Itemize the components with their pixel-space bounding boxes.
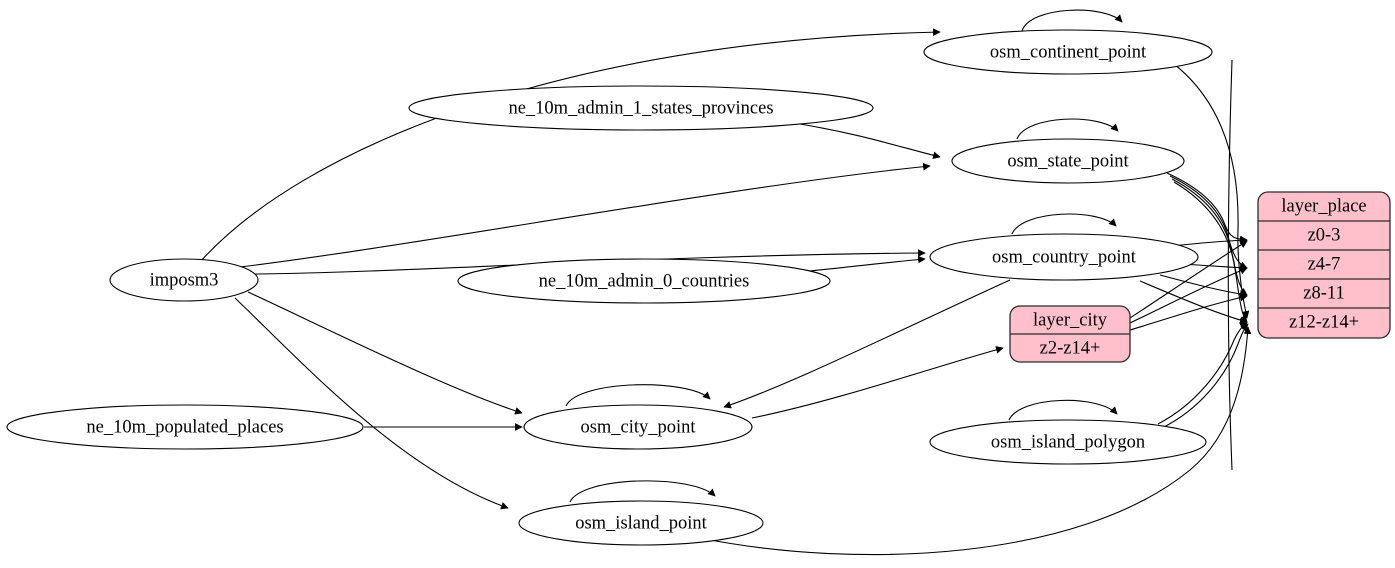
record-layer_place-row-z8-11[interactable]: z8-11	[1303, 283, 1344, 303]
record-layer_place-title: layer_place	[1281, 196, 1366, 216]
node-osm_state_point[interactable]: osm_state_point	[951, 138, 1185, 184]
record-layer_place[interactable]: layer_place z0-3 z4-7 z8-11 z12-z14+	[1257, 191, 1391, 339]
edge-imposm3-osm_island_point	[234, 297, 509, 510]
edge-imposm3-osm_city_point	[247, 291, 523, 415]
record-layer_place-row-z0-3[interactable]: z0-3	[1308, 225, 1341, 245]
node-imposm3[interactable]: imposm3	[109, 258, 259, 302]
edge-osm_island_polygon-layer_place-a	[1157, 322, 1248, 425]
edge-self-osm_continent_point	[1021, 9, 1123, 32]
edge-osm_island_polygon-layer_place-b	[1161, 323, 1249, 429]
edge-osm_country_point-layer_place-z8-11	[1159, 274, 1248, 298]
edge-osm_country_point-osm_city_point	[723, 279, 1011, 409]
edge-self-osm_island_polygon	[1008, 399, 1118, 421]
node-osm_island_polygon[interactable]: osm_island_polygon	[929, 419, 1207, 465]
record-layer_city-row-0[interactable]: z2-z14+	[1040, 338, 1101, 358]
edge-self-osm_city_point	[565, 384, 711, 407]
node-osm_continent_point[interactable]: osm_continent_point	[923, 29, 1213, 75]
node-osm_island_point[interactable]: osm_island_point	[518, 500, 764, 546]
record-layer_place-row-z12-z14[interactable]: z12-z14+	[1289, 312, 1359, 332]
node-ne_10m_admin_0_countries[interactable]: ne_10m_admin_0_countries	[457, 258, 831, 304]
node-osm_country_point-label: osm_country_point	[992, 247, 1137, 267]
edge-ne_countries-osm_country_point	[799, 255, 926, 273]
node-imposm3-label: imposm3	[150, 270, 219, 290]
node-osm_island_polygon-label: osm_island_polygon	[991, 432, 1145, 452]
edge-osm_country_point-layer_place-z12	[1139, 280, 1248, 324]
record-layer_city[interactable]: layer_city z2-z14+	[1009, 305, 1131, 363]
edge-imposm3-osm_state_point	[239, 162, 931, 268]
node-osm_city_point-label: osm_city_point	[580, 417, 696, 437]
node-osm_state_point-label: osm_state_point	[1007, 151, 1129, 171]
edge-osm_city_point-layer_city	[751, 346, 1004, 419]
node-osm_country_point[interactable]: osm_country_point	[929, 233, 1199, 281]
record-layer_place-row-z4-7[interactable]: z4-7	[1308, 254, 1341, 274]
node-ne_10m_populated_places[interactable]: ne_10m_populated_places	[6, 404, 364, 450]
edge-osm_state_point-layer_place-z8-11	[1171, 178, 1248, 296]
record-layer_city-title: layer_city	[1033, 310, 1108, 330]
node-osm_continent_point-label: osm_continent_point	[990, 42, 1147, 62]
edge-osm_state_point-layer_place-z0-3	[1166, 172, 1248, 244]
edge-layer_city-layer_place-z0-3	[1129, 240, 1248, 319]
node-ne_states-label: ne_10m_admin_1_states_provinces	[508, 98, 773, 118]
edge-self-osm_country_point	[1011, 213, 1117, 235]
edge-layer_city-layer_place-z8-11	[1129, 293, 1248, 331]
record-layer: layer_city z2-z14+ layer_place z0-3 z4-7…	[1009, 191, 1391, 363]
edge-layer_city-layer_place-z4-7	[1129, 267, 1248, 324]
node-ne_countries-label: ne_10m_admin_0_countries	[539, 271, 750, 291]
edge-imposm3-osm_continent_point	[199, 28, 941, 263]
edge-layer	[199, 9, 1252, 556]
edge-osm_state_point-layer_place-z12	[1173, 181, 1248, 323]
edge-self-osm_state_point	[1016, 118, 1119, 140]
node-ne_populated-label: ne_10m_populated_places	[86, 417, 283, 437]
edge-ne_states-osm_state_point	[799, 123, 941, 160]
node-ne_10m_admin_1_states_provinces[interactable]: ne_10m_admin_1_states_provinces	[408, 85, 874, 131]
edge-self-osm_island_point	[569, 480, 716, 503]
edge-osm_country_point-layer_place-z0-3	[1171, 236, 1248, 247]
node-osm_island_point-label: osm_island_point	[575, 513, 707, 533]
edge-osm_island_point-layer_place	[699, 326, 1252, 556]
node-osm_city_point[interactable]: osm_city_point	[523, 404, 753, 450]
edge-osm_continent_point-layer_place-vertical	[1227, 59, 1233, 471]
node-layer: imposm3 ne_10m_admin_1_states_provinces …	[6, 29, 1213, 546]
